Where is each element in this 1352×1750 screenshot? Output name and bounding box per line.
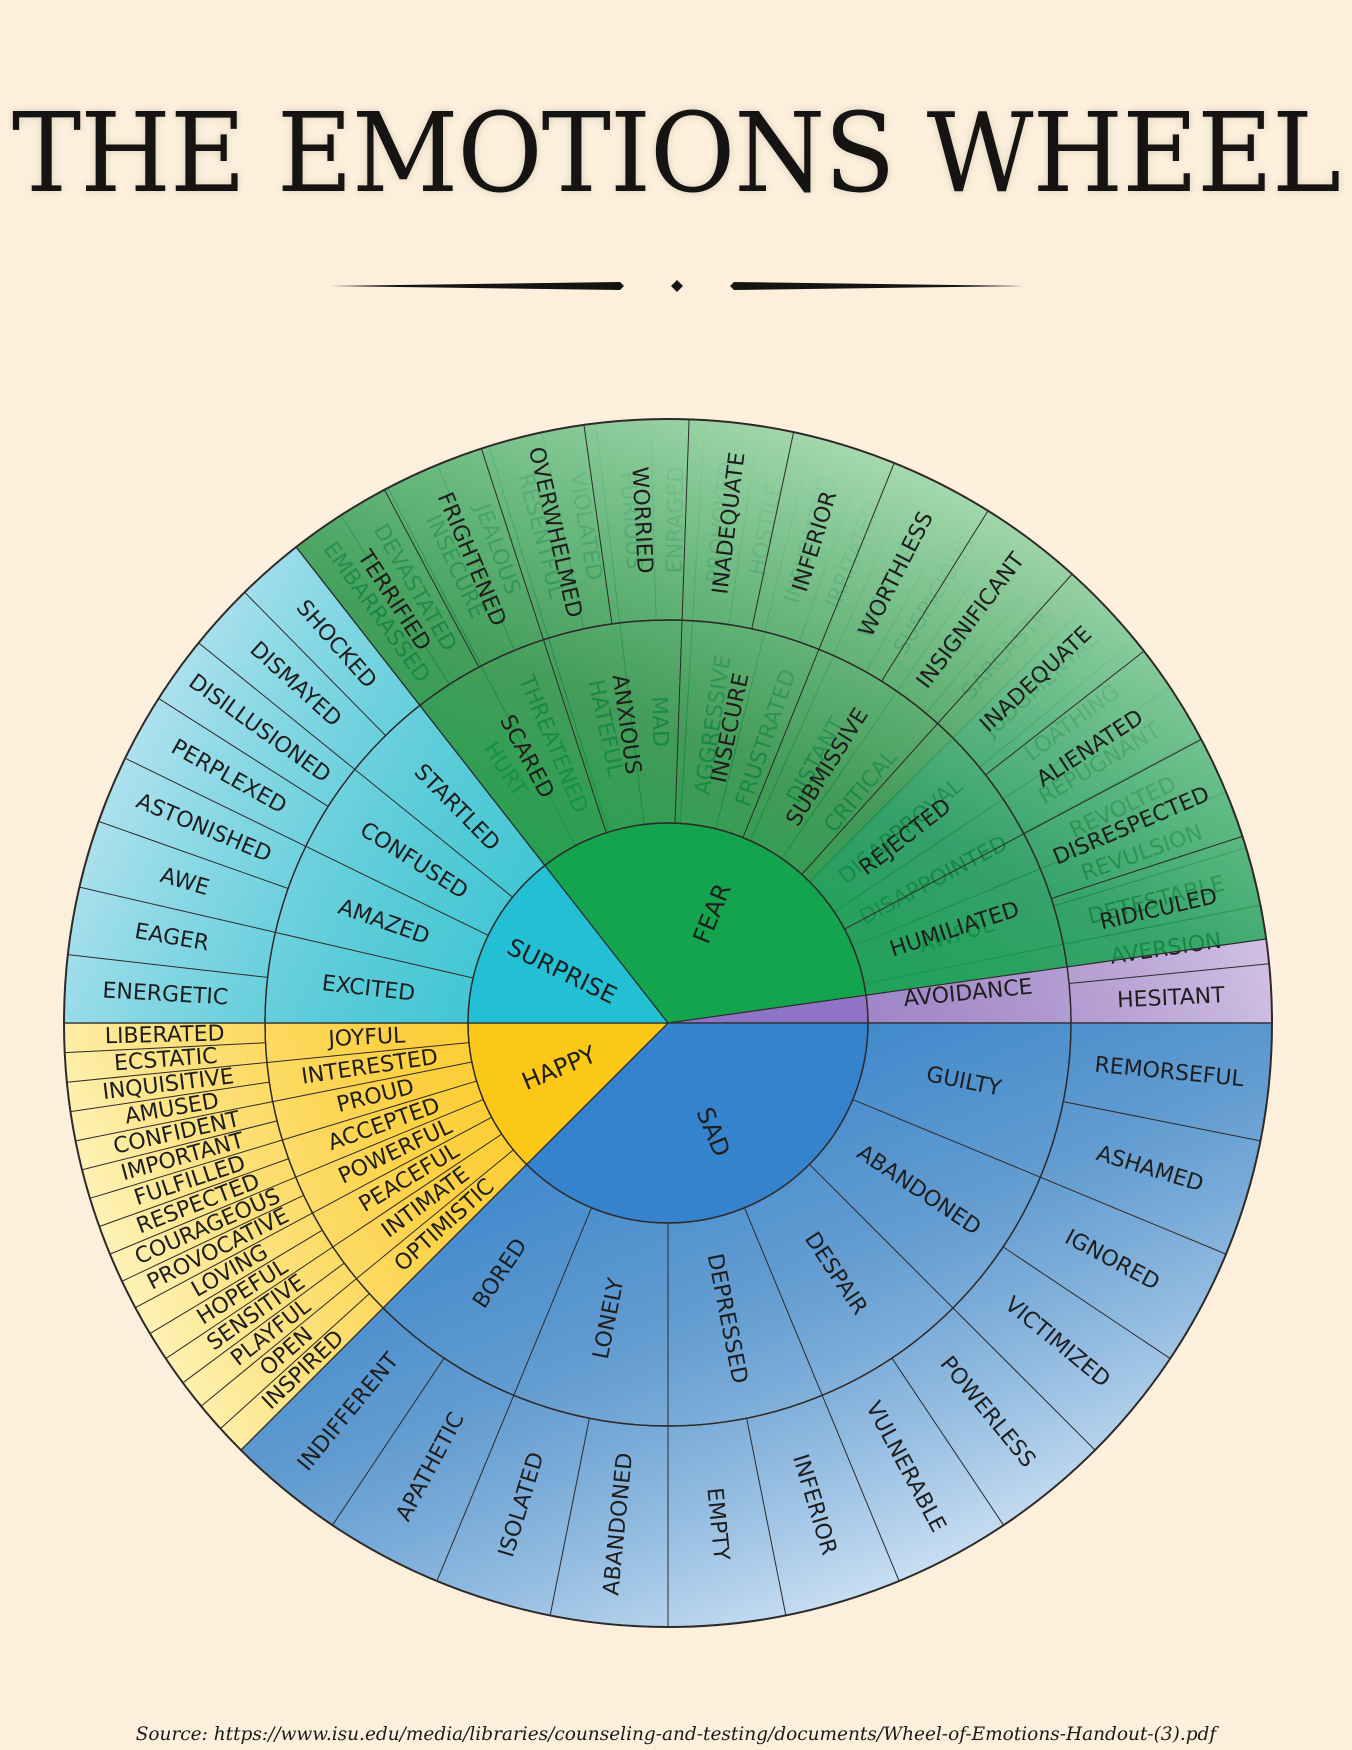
tertiary-divider bbox=[681, 419, 690, 621]
tertiary-divider bbox=[1040, 1176, 1227, 1255]
tertiary-divider bbox=[480, 448, 544, 640]
secondary-divider bbox=[266, 1042, 470, 1063]
tertiary-divider bbox=[135, 1212, 313, 1309]
tertiary-divider bbox=[66, 1062, 267, 1083]
secondary-divider bbox=[809, 1164, 954, 1309]
middle-ring bbox=[264, 619, 1072, 1427]
tertiary-label-liberated: LIBERATED bbox=[104, 1021, 224, 1049]
secondary-label-joyful: JOYFUL bbox=[326, 1023, 407, 1052]
tertiary-divider bbox=[79, 886, 276, 933]
tertiary-divider bbox=[583, 424, 613, 624]
tertiary-label-hesitant: HESITANT bbox=[1117, 983, 1226, 1013]
tertiary-divider bbox=[891, 1357, 1004, 1526]
tertiary-divider bbox=[81, 1120, 278, 1171]
tertiary-divider bbox=[98, 820, 289, 889]
secondary-divider bbox=[312, 1116, 492, 1214]
secondary-divider bbox=[744, 1207, 823, 1396]
tertiary-divider bbox=[99, 1158, 289, 1227]
tertiary-divider bbox=[881, 510, 989, 682]
tertiary-divider bbox=[64, 1042, 266, 1054]
tertiary-divider bbox=[952, 1307, 1096, 1451]
sector-happy: HAPPYOPTIMISTICINTIMATEPEACEFULPOWERFULA… bbox=[63, 1021, 670, 1451]
tertiary-divider bbox=[182, 1262, 345, 1384]
tertiary-divider bbox=[70, 1081, 270, 1113]
tertiary-divider bbox=[149, 1229, 323, 1334]
tertiary-divider bbox=[158, 698, 329, 807]
sector-surprise: SURPRISEEXCITEDAMAZEDCONFUSEDSTARTLEDENE… bbox=[63, 546, 670, 1024]
tertiary-divider bbox=[821, 1395, 900, 1582]
tertiary-divider bbox=[165, 1246, 334, 1359]
tertiary-divider bbox=[67, 954, 268, 978]
tertiary-divider bbox=[746, 1418, 787, 1616]
tertiary-divider bbox=[89, 1139, 283, 1199]
tertiary-divider bbox=[383, 489, 480, 668]
secondary-divider bbox=[742, 649, 820, 838]
secondary-divider bbox=[332, 1133, 502, 1248]
secondary-divider bbox=[844, 833, 1025, 930]
tertiary-divider bbox=[124, 757, 307, 847]
tertiary-divider bbox=[1063, 1101, 1261, 1142]
page-title: THE EMOTIONS WHEEL bbox=[11, 88, 1341, 218]
inner-ring bbox=[467, 822, 869, 1224]
tertiary-divider bbox=[985, 650, 1145, 776]
tertiary-divider bbox=[244, 591, 386, 736]
title-divider bbox=[330, 280, 1024, 292]
secondary-divider bbox=[513, 1207, 592, 1396]
secondary-divider bbox=[801, 723, 939, 875]
tertiary-divider bbox=[937, 573, 1073, 724]
secondary-divider bbox=[852, 1099, 1041, 1178]
tertiary-divider bbox=[436, 1395, 515, 1582]
tertiary-divider bbox=[751, 432, 795, 629]
tertiary-divider bbox=[549, 1418, 590, 1616]
secondary-divider bbox=[354, 768, 513, 898]
tertiary-divider bbox=[200, 1278, 357, 1407]
tertiary-divider bbox=[109, 1176, 296, 1255]
tertiary-divider bbox=[1069, 963, 1270, 984]
sector-sad: SADGUILTYABANDONEDDESPAIRDEPRESSEDLONELY… bbox=[240, 1022, 1273, 1628]
tertiary-divider bbox=[332, 1357, 445, 1526]
secondary-divider bbox=[275, 931, 474, 979]
tertiary-divider bbox=[75, 1101, 273, 1142]
tertiary-divider bbox=[220, 1293, 370, 1429]
tertiary-divider bbox=[1023, 738, 1202, 835]
tertiary-label-worried: WORRIED bbox=[626, 466, 657, 574]
tertiary-divider bbox=[1051, 835, 1243, 899]
outer-ring bbox=[63, 418, 1273, 1628]
secondary-divider bbox=[356, 1149, 514, 1280]
source-citation: Source: https://www.isu.edu/media/librar… bbox=[135, 1724, 1217, 1745]
tertiary-divider bbox=[198, 642, 356, 770]
secondary-divider bbox=[272, 1061, 472, 1103]
secondary-divider bbox=[674, 620, 683, 824]
tertiary-divider bbox=[121, 1194, 304, 1282]
secondary-divider bbox=[282, 1080, 477, 1141]
secondary-divider bbox=[305, 845, 489, 936]
secondary-divider bbox=[295, 1099, 484, 1178]
tertiary-divider bbox=[818, 462, 895, 650]
secondary-divider bbox=[542, 639, 607, 833]
tertiary-divider bbox=[1002, 1246, 1171, 1359]
